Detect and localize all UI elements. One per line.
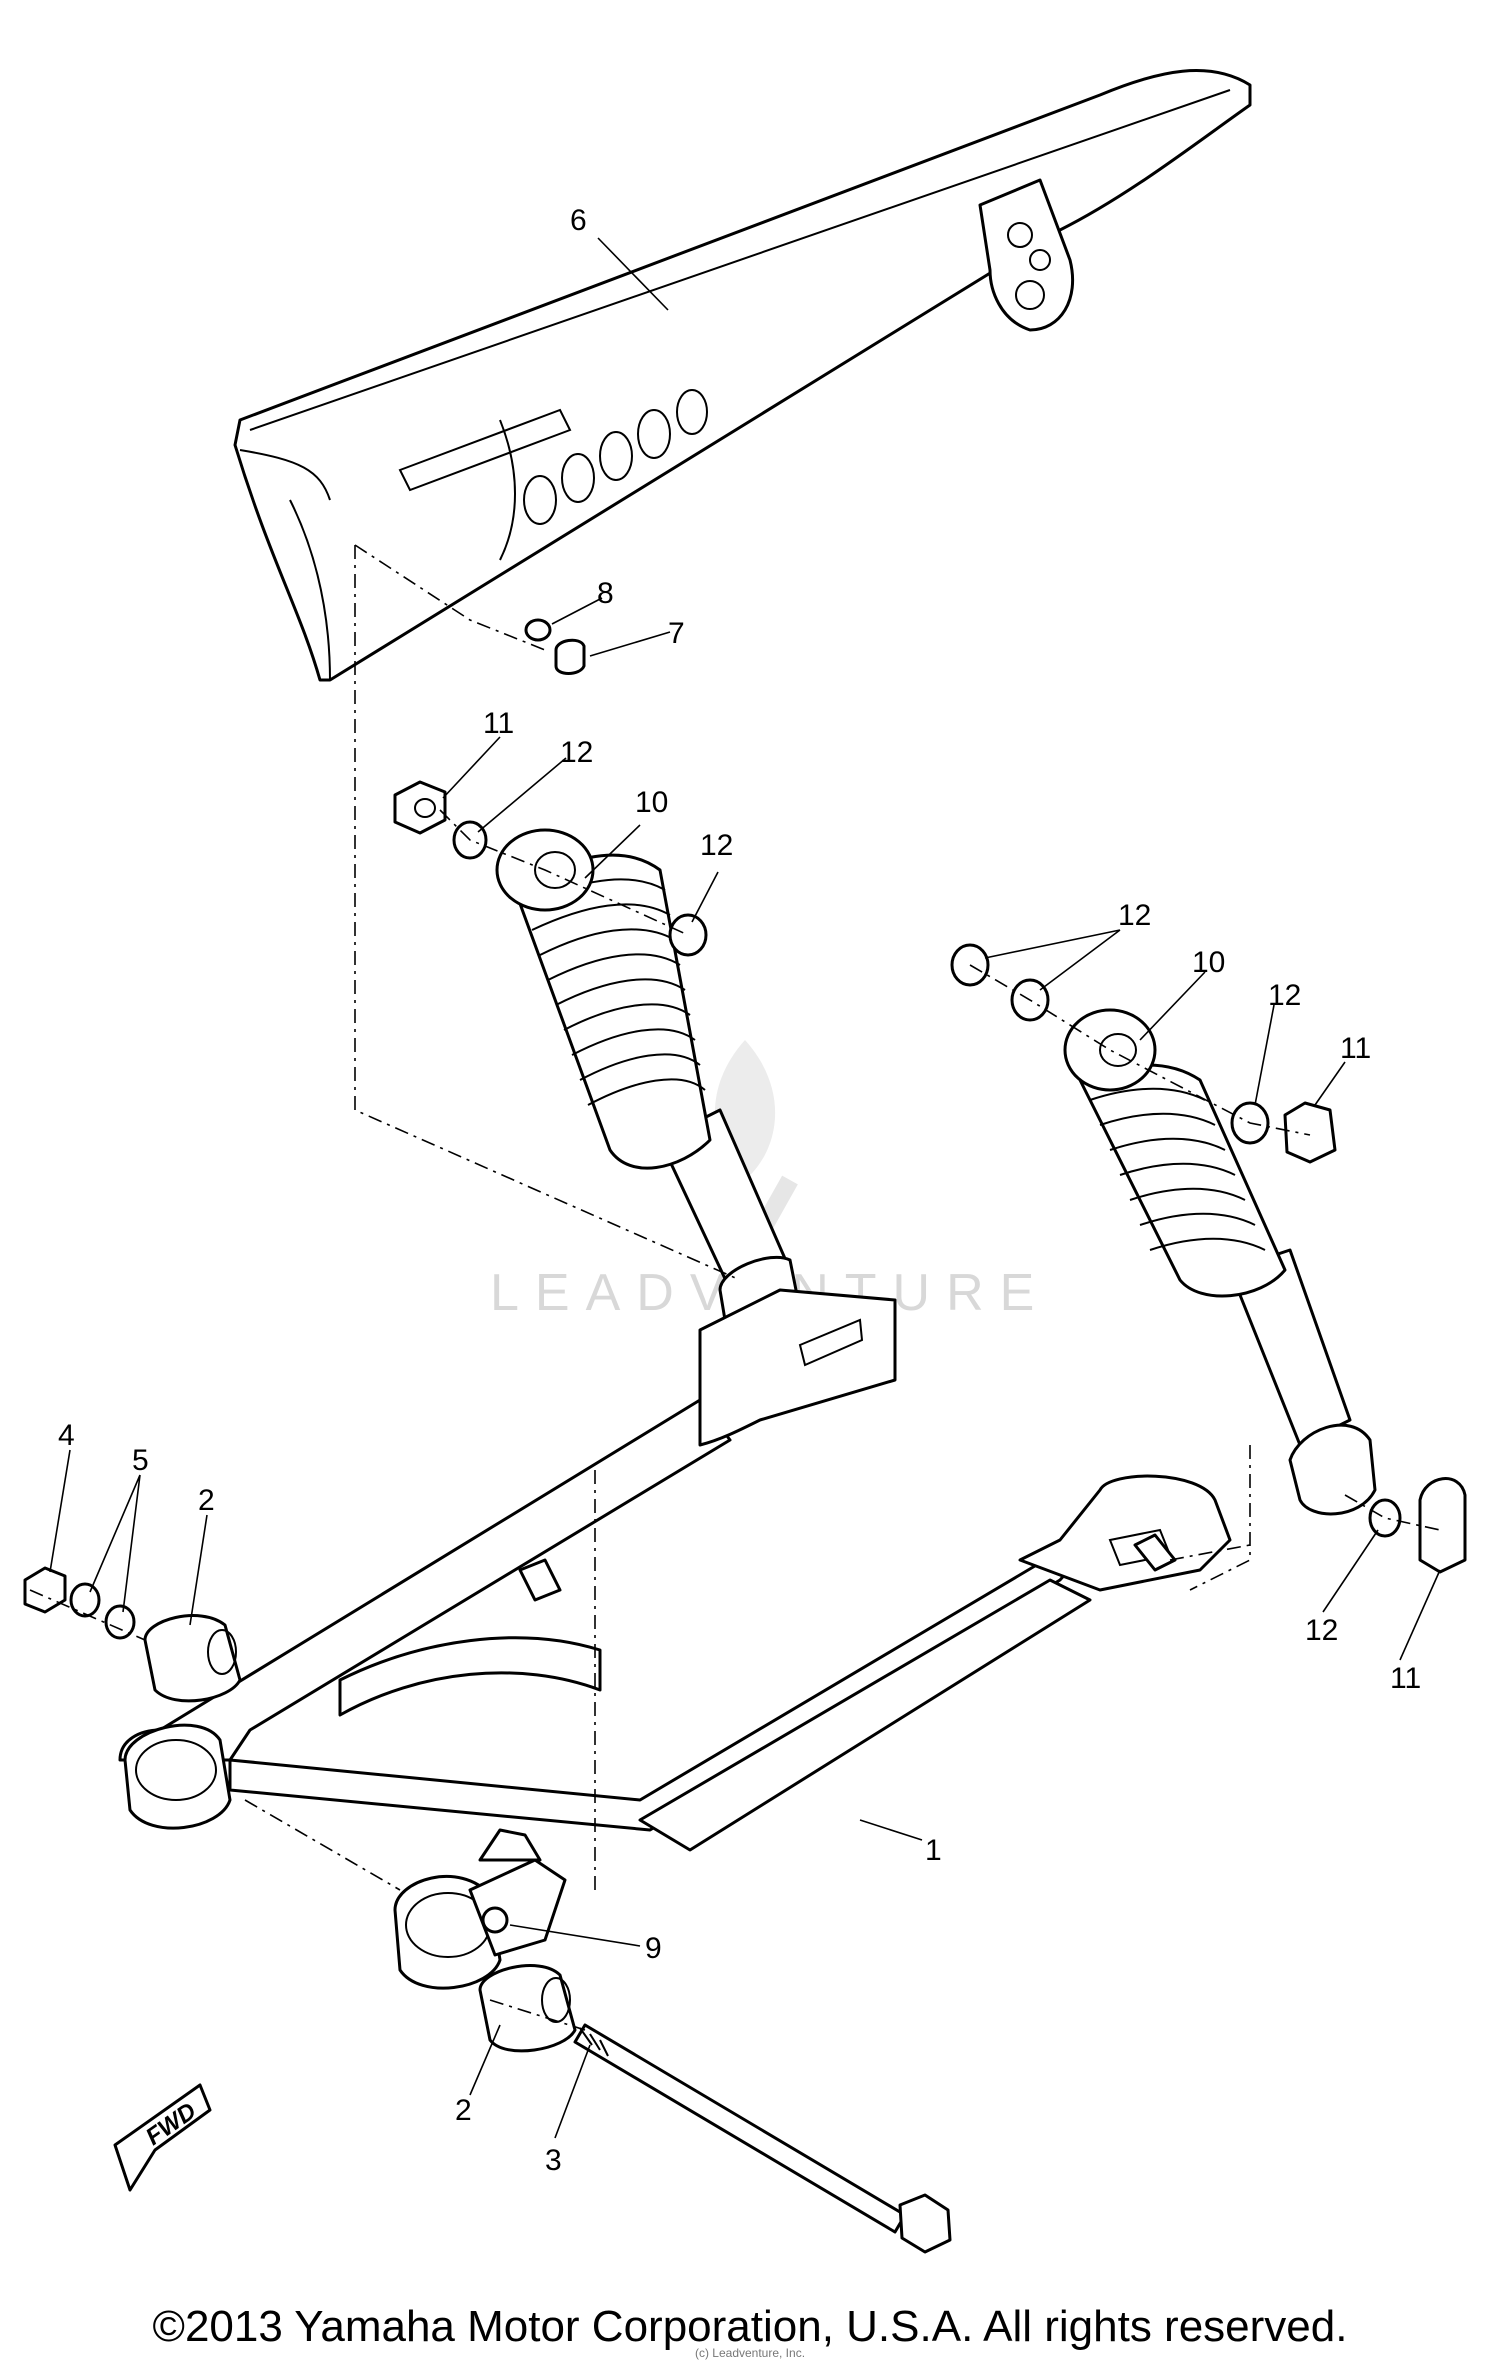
chain-case-bolt bbox=[554, 638, 586, 675]
pivot-shaft bbox=[573, 2023, 952, 2254]
chain-case bbox=[233, 69, 1252, 682]
pivot-bushing-right bbox=[478, 1964, 577, 2053]
leader-lines bbox=[49, 237, 1441, 2139]
callout-6: 6 bbox=[570, 204, 587, 237]
guide-lines bbox=[29, 544, 1441, 2031]
swing-arm bbox=[118, 1288, 1232, 1990]
callout-10-right: 10 bbox=[1192, 946, 1225, 979]
right-lower-acorn-nut bbox=[1418, 1477, 1467, 1574]
right-upper-acorn-nut bbox=[1283, 1101, 1337, 1164]
callout-2-left: 2 bbox=[198, 1484, 215, 1517]
callout-4: 4 bbox=[58, 1419, 75, 1452]
right-lower-washer bbox=[1368, 1498, 1402, 1538]
callout-12-left-top: 12 bbox=[560, 736, 593, 769]
copyright-notice: ©2013 Yamaha Motor Corporation, U.S.A. A… bbox=[152, 2302, 1348, 2351]
callout-5: 5 bbox=[132, 1444, 149, 1477]
callout-2-right: 2 bbox=[455, 2094, 472, 2127]
left-upper-nut bbox=[393, 780, 447, 835]
left-upper-washer-inner bbox=[668, 913, 708, 957]
grease-nipple bbox=[481, 1906, 509, 1934]
callout-7: 7 bbox=[668, 617, 685, 650]
pivot-nut bbox=[23, 1566, 67, 1614]
callout-8: 8 bbox=[597, 577, 614, 610]
callout-1: 1 bbox=[925, 1834, 942, 1867]
callout-12-left-inner: 12 bbox=[700, 829, 733, 862]
sub-copyright-notice: (c) Leadventure, Inc. bbox=[694, 2346, 806, 2360]
callout-3: 3 bbox=[545, 2144, 562, 2177]
callout-9: 9 bbox=[645, 1932, 662, 1965]
right-shock-absorber bbox=[1063, 1008, 1377, 1516]
callout-11-right-lower: 11 bbox=[1390, 1662, 1421, 1695]
callout-11-left-top: 11 bbox=[483, 707, 514, 740]
callout-12-right-lower: 12 bbox=[1305, 1614, 1338, 1647]
fwd-arrow-icon: FWD bbox=[113, 2083, 212, 2192]
callout-11-right-top: 11 bbox=[1340, 1032, 1371, 1065]
callout-12-right-top: 12 bbox=[1118, 899, 1151, 932]
pivot-washer-1 bbox=[69, 1582, 101, 1618]
pivot-washer-2 bbox=[104, 1604, 136, 1640]
callout-12-right-outer: 12 bbox=[1268, 979, 1301, 1012]
callouts: 6 8 7 11 12 10 12 12 10 12 11 4 5 2 1 9 … bbox=[58, 204, 1421, 2177]
callout-10-left: 10 bbox=[635, 786, 668, 819]
pivot-bushing-left bbox=[143, 1614, 242, 1703]
chain-case-washer bbox=[524, 618, 552, 642]
